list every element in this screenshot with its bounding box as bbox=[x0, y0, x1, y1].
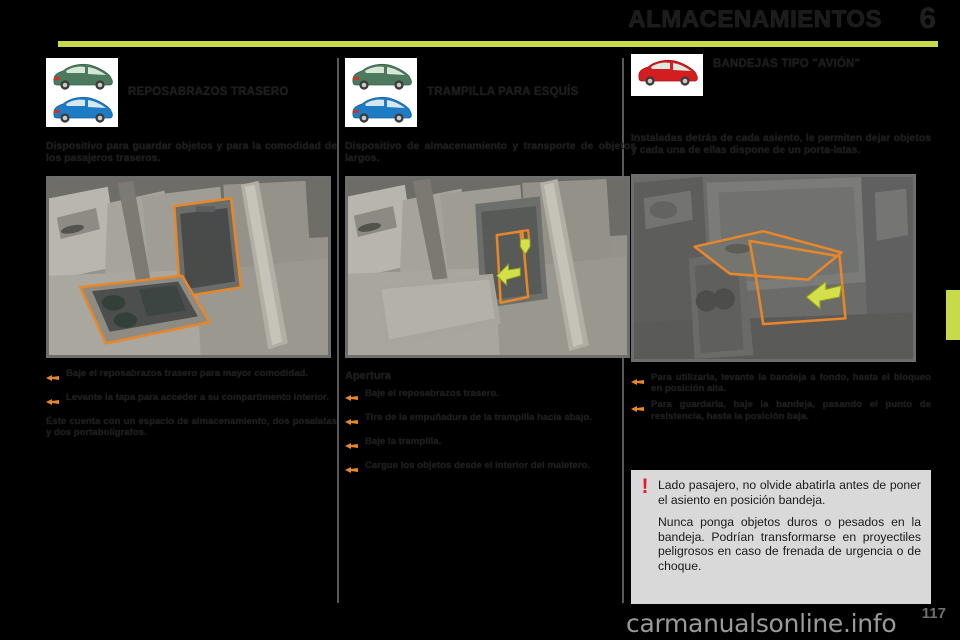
section-reposabrazos: REPOSABRAZOS TRASERO Dispositivo para gu… bbox=[46, 58, 337, 438]
pointing-hand-icon bbox=[345, 412, 358, 431]
section-lead: Instaladas detrás de cada asiento, le pe… bbox=[631, 132, 931, 156]
list-item: Para utilizarla, levante la bandeja a fo… bbox=[631, 372, 931, 394]
bullet-list: Baje el reposabrazos trasero. Tire de la… bbox=[345, 388, 636, 479]
vehicle-variant-icons bbox=[345, 58, 417, 127]
list-item: Baje el reposabrazos trasero. bbox=[345, 388, 636, 407]
section-lead: Dispositivo para guardar objetos y para … bbox=[46, 140, 337, 164]
car-red-icon bbox=[638, 59, 698, 86]
list-item-label: Levante la tapa para acceder a su compar… bbox=[66, 392, 329, 403]
section-header: TRAMPILLA PARA ESQUÍS bbox=[345, 58, 636, 130]
car-green-icon bbox=[53, 63, 113, 90]
pointing-hand-icon bbox=[46, 392, 59, 411]
section-trampilla: TRAMPILLA PARA ESQUÍS Dispositivo de alm… bbox=[345, 58, 636, 484]
header-accent-rule bbox=[58, 41, 938, 47]
warning-paragraph: Lado pasajero, no olvide abatirla antes … bbox=[658, 478, 921, 507]
warning-body: Lado pasajero, no olvide abatirla antes … bbox=[658, 478, 921, 596]
armrest-tray-highlight bbox=[79, 274, 211, 345]
column-divider-1 bbox=[337, 58, 339, 603]
section-title: TRAMPILLA PARA ESQUÍS bbox=[427, 86, 579, 98]
section-header: REPOSABRAZOS TRASERO bbox=[46, 58, 337, 130]
photo-airline-tray-illustration bbox=[634, 177, 913, 359]
chapter-number: 6 bbox=[919, 2, 936, 35]
car-blue-icon bbox=[53, 96, 113, 123]
warning-paragraph: Nunca ponga objetos duros o pesados en l… bbox=[658, 515, 921, 573]
car-blue-icon bbox=[352, 96, 412, 123]
pointing-hand-icon bbox=[46, 368, 59, 387]
list-item: Levante la tapa para acceder a su compar… bbox=[46, 392, 337, 411]
photo-rear-armrest-illustration bbox=[49, 179, 328, 355]
vehicle-variant-icons bbox=[46, 58, 118, 127]
section-paragraph: Éste cuenta con un espacio de almacenami… bbox=[46, 416, 337, 439]
photo-ski-hatch-illustration bbox=[348, 179, 627, 355]
list-item: Baje el reposabrazos trasero para mayor … bbox=[46, 368, 337, 387]
section-bandejas: BANDEJAS TIPO "AVIÓN" Instaladas detrás … bbox=[631, 54, 931, 427]
photo-airline-tray bbox=[631, 174, 916, 362]
list-item: Baje la trampilla. bbox=[345, 436, 636, 455]
photo-ski-hatch bbox=[345, 176, 630, 358]
bullet-list: Para utilizarla, levante la bandeja a fo… bbox=[631, 372, 931, 422]
side-chapter-tab bbox=[946, 290, 960, 340]
tray-stowed-highlight bbox=[748, 239, 847, 326]
pointing-hand-icon bbox=[345, 436, 358, 455]
list-item-label: Tire de la empuñadura de la trampilla ha… bbox=[365, 412, 592, 423]
page-header: ALMACENAMIENTOS 6 bbox=[0, 0, 960, 47]
pointing-hand-icon bbox=[345, 460, 358, 479]
page-number: 117 bbox=[921, 605, 946, 622]
list-item-label: Para utilizarla, levante la bandeja a fo… bbox=[651, 372, 931, 395]
list-item-label: Baje el reposabrazos trasero. bbox=[365, 388, 499, 399]
pointing-hand-icon bbox=[345, 388, 358, 407]
list-item-label: Baje el reposabrazos trasero para mayor … bbox=[66, 368, 309, 379]
list-item-label: Para guardarla, baje la bandeja, pasando… bbox=[651, 399, 931, 422]
list-item-label: Baje la trampilla. bbox=[365, 436, 442, 447]
list-item: Cargue los objetos desde el interior del… bbox=[345, 460, 636, 479]
section-title: BANDEJAS TIPO "AVIÓN" bbox=[713, 58, 861, 70]
list-item: Para guardarla, baje la bandeja, pasando… bbox=[631, 399, 931, 422]
armrest-lid-highlight bbox=[173, 197, 243, 299]
warning-box: ! Lado pasajero, no olvide abatirla ante… bbox=[631, 470, 931, 604]
pointing-hand-icon bbox=[631, 372, 644, 394]
bullet-list: Baje el reposabrazos trasero para mayor … bbox=[46, 368, 337, 411]
tray-surface-highlight bbox=[693, 229, 843, 281]
site-watermark: carmanualsonline.info bbox=[626, 609, 897, 638]
photo-rear-armrest bbox=[46, 176, 331, 358]
vehicle-variant-icons bbox=[631, 54, 703, 96]
page-title: ALMACENAMIENTOS bbox=[628, 6, 882, 33]
section-header: BANDEJAS TIPO "AVIÓN" bbox=[631, 54, 931, 126]
pointing-hand-icon bbox=[631, 399, 644, 421]
section-title: REPOSABRAZOS TRASERO bbox=[128, 86, 289, 98]
list-item-label: Cargue los objetos desde el interior del… bbox=[365, 460, 590, 471]
list-item: Tire de la empuñadura de la trampilla ha… bbox=[345, 412, 636, 431]
section-subhead: Apertura bbox=[345, 370, 391, 382]
section-lead: Dispositivo de almacenamiento y transpor… bbox=[345, 140, 636, 164]
car-green-icon bbox=[352, 63, 412, 90]
warning-exclamation-icon: ! bbox=[641, 475, 649, 498]
